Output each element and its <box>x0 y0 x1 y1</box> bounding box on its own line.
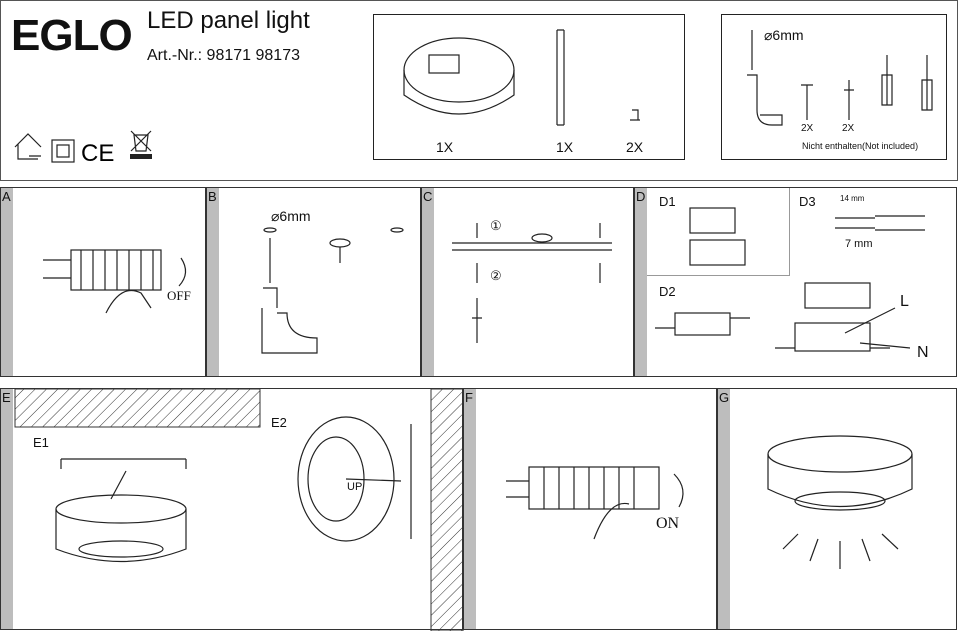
sub-label-d2: D2 <box>659 284 676 299</box>
drilling-illustration <box>261 227 404 354</box>
step-label: G <box>719 390 730 405</box>
brand-logo: EGLO <box>11 11 133 60</box>
qty-screw: 2X <box>626 139 644 155</box>
step-g-panel: G <box>717 388 957 630</box>
not-included-note: Nicht enthalten(Not included) <box>802 141 919 151</box>
step-label: D <box>636 189 646 204</box>
step-label: E <box>2 390 11 405</box>
step-label: C <box>423 189 433 204</box>
step-label: F <box>465 390 473 405</box>
sub-label-d1: D1 <box>659 194 676 209</box>
drill-size: ⌀6mm <box>764 27 804 43</box>
neutral-wire-label: N <box>917 344 929 361</box>
step-2-marker: ② <box>490 268 502 283</box>
symbols-row: CE <box>14 130 152 167</box>
qty-bracket: 1X <box>556 139 574 155</box>
up-direction-label: UP <box>347 481 363 493</box>
sub-label-e1: E1 <box>33 435 49 450</box>
live-wire-label: L <box>900 293 909 310</box>
sub-label-e2: E2 <box>271 415 287 430</box>
step-d-panel: D D1 D2 D3 14 mm 7 mm L N <box>634 187 957 377</box>
step-c-panel: C ① ② <box>421 187 634 377</box>
step-e-panel: E E1 E2 UP <box>0 388 464 631</box>
qty-dowel: 2X <box>801 123 814 134</box>
step-label: A <box>2 189 11 204</box>
switch-off-label: OFF <box>167 288 191 303</box>
strip-length-7: 7 mm <box>845 238 873 250</box>
strip-length-14: 14 mm <box>840 194 865 203</box>
breaker-on-illustration <box>506 466 684 540</box>
breaker-off-illustration <box>43 249 187 314</box>
step-a-panel: A OFF <box>0 187 206 377</box>
light-on-illustration <box>767 435 913 569</box>
switch-on-label: ON <box>656 515 680 532</box>
wiring-illustration <box>655 207 925 352</box>
mounting-illustration <box>14 389 464 631</box>
weee-bin-icon <box>130 130 152 159</box>
parts-included-box: 1X 1X 2X <box>373 14 685 160</box>
step-f-panel: F ON <box>463 388 717 630</box>
class-ii-icon <box>51 139 75 163</box>
article-number: Art.-Nr.: 98171 98173 <box>147 47 300 64</box>
product-title: LED panel light <box>147 7 310 34</box>
svg-text:CE: CE <box>81 140 114 167</box>
step-label: B <box>208 189 217 204</box>
step-b-panel: B ⌀6mm <box>206 187 421 377</box>
indoor-use-icon <box>14 133 42 160</box>
ce-mark-icon: CE <box>81 140 114 167</box>
tools-box: ⌀6mm 2X 2X Nicht enthalten(Not included) <box>721 14 947 160</box>
step-1-marker: ① <box>490 218 502 233</box>
qty-lamp: 1X <box>436 139 454 155</box>
drill-icon <box>747 30 933 126</box>
drill-size: ⌀6mm <box>271 208 311 224</box>
sub-label-d3: D3 <box>799 194 816 209</box>
bracket-mount-illustration <box>452 223 612 343</box>
qty-tool-screw: 2X <box>842 123 855 134</box>
